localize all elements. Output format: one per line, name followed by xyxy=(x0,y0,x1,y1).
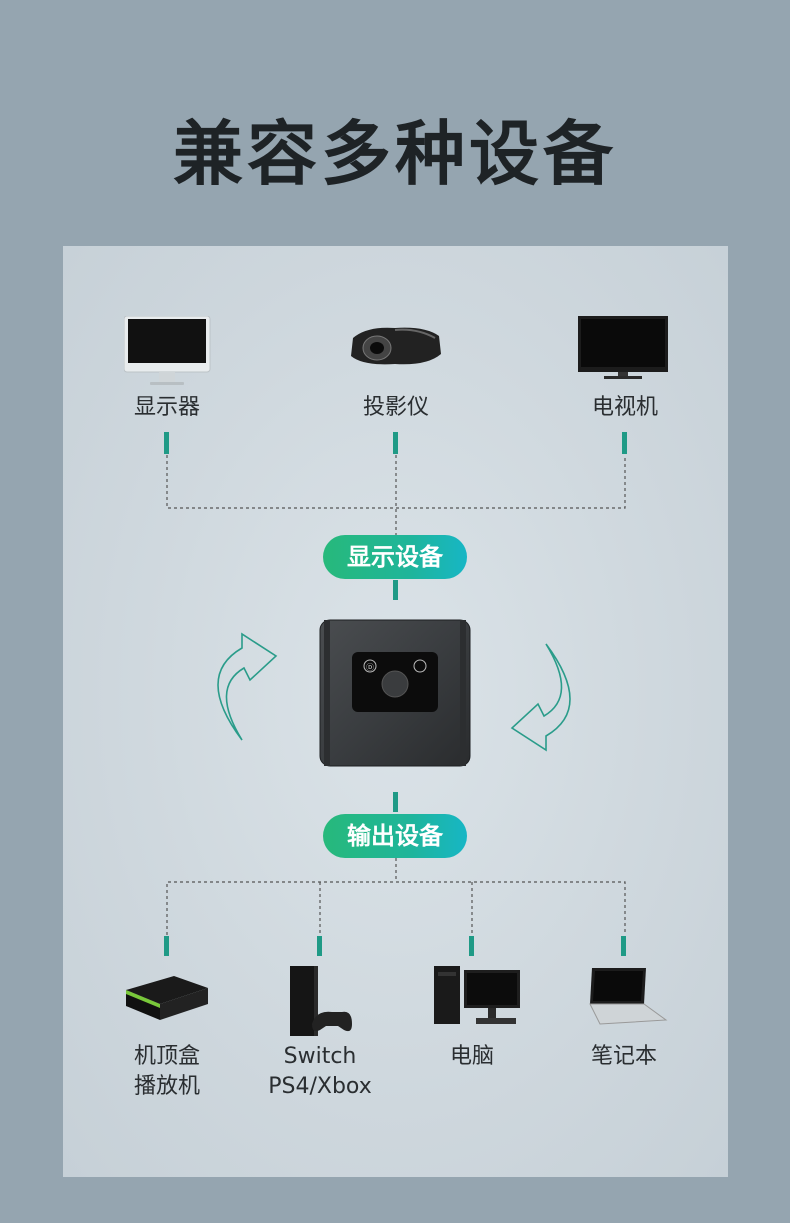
device-label-monitor: 显示器 xyxy=(133,395,200,420)
game-console-icon xyxy=(290,966,352,1036)
device-label-tv: 电视机 xyxy=(591,395,658,420)
device-label-console-line1: Switch xyxy=(283,1044,357,1069)
device-label-computer: 电脑 xyxy=(449,1044,494,1069)
device-label-projector: 投影仪 xyxy=(362,395,429,420)
switch-box-image: Ⓓ xyxy=(319,619,471,767)
set-top-box-icon xyxy=(126,976,208,1020)
projector-icon xyxy=(351,327,441,365)
laptop-icon xyxy=(589,968,668,1025)
device-label-set-top-box-line1: 机顶盒 xyxy=(133,1044,200,1069)
page-title: 兼容多种设备 xyxy=(173,113,617,195)
tv-icon xyxy=(578,316,668,379)
arrow-down-left-icon xyxy=(510,643,571,752)
device-label-console-line2: PS4/Xbox xyxy=(268,1074,372,1099)
device-label-laptop: 笔记本 xyxy=(590,1044,657,1069)
output-group-badge: 输出设备 xyxy=(323,814,467,858)
device-label-set-top-box-line2: 播放机 xyxy=(133,1074,200,1099)
desktop-computer-icon xyxy=(434,966,520,1024)
display-group-badge: 显示设备 xyxy=(323,535,467,579)
monitor-icon xyxy=(124,316,211,385)
arrow-up-right-icon xyxy=(217,632,278,741)
svg-text:Ⓓ: Ⓓ xyxy=(366,663,374,672)
